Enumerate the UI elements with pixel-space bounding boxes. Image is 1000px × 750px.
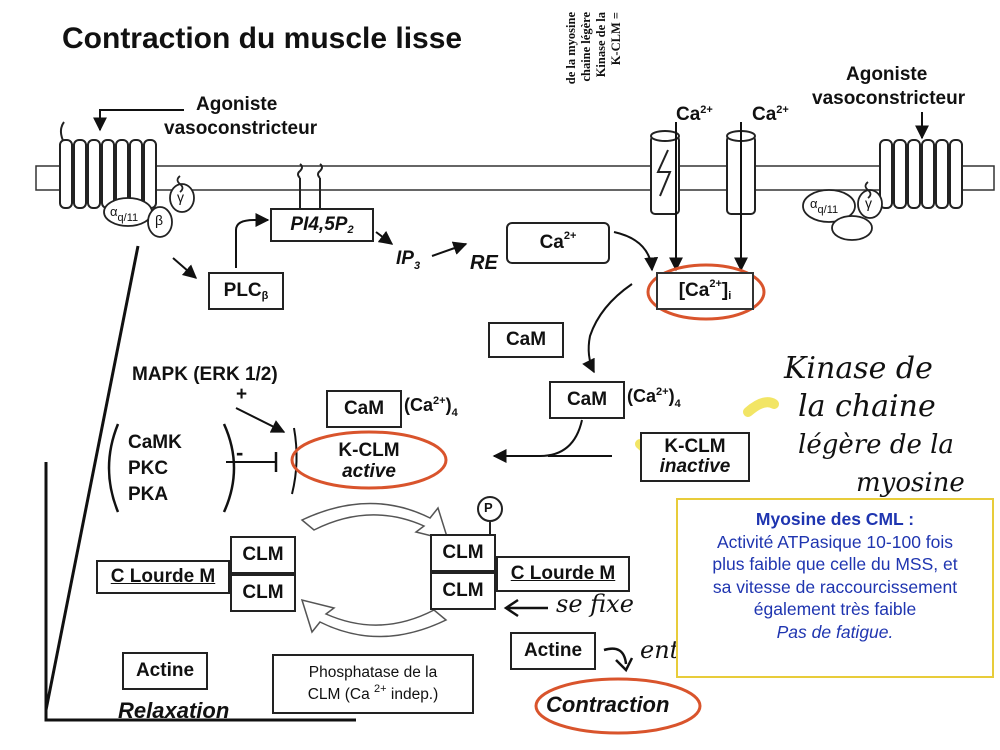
c-lourde-left: C Lourde M [96, 560, 230, 594]
side-note-line-1: K-CLM = [609, 12, 623, 66]
myosin-info-box: Myosine des CML : Activité ATPasique 10-… [676, 498, 994, 678]
calcium-channel-left [650, 130, 680, 215]
left-g-protein [103, 175, 195, 238]
highlight-circle-contraction [534, 677, 702, 735]
pip2-to-ip3-arrow [375, 230, 394, 245]
plc-to-pip2-arrow [235, 213, 270, 268]
right-g-alpha-label: αq/11 [810, 196, 839, 216]
gq-to-plc-arrow [172, 257, 198, 279]
channel-ca-label-right: Ca2+ [752, 104, 789, 125]
kclm-active-state: active [342, 461, 396, 482]
phosphatase-line-1: Phosphatase de la [308, 663, 438, 681]
kinase-pkc: PKC [128, 458, 169, 479]
side-note: K-CLM = Kinase de la chaine légère de la… [540, 12, 624, 132]
info-line-2: plus faible que celle du MSS, et [712, 554, 958, 574]
cam-to-kclm-arrow [492, 419, 583, 463]
pip2-anchor [297, 163, 323, 210]
kclm-inactive-box: K-CLM inactive [640, 432, 750, 482]
mapk-plus: + [236, 384, 248, 405]
kclm-active-name: K-CLM [338, 440, 400, 461]
phosphatase-line-2: CLM (Ca 2+ indep.) [307, 682, 439, 703]
contraction-label: Contraction [546, 692, 670, 717]
clm-left-top: CLM [230, 536, 296, 574]
phosphate-circle [477, 496, 503, 522]
side-note-line-2: Kinase de la [594, 12, 608, 78]
handwritten-kinase-note: Kinase de la chaine légère de la myosine [784, 350, 965, 502]
relaxation-label: Relaxation [118, 698, 230, 723]
agonist-left-line1: Agoniste [196, 94, 278, 115]
info-line-1: Activité ATPasique 10-100 fois [716, 531, 954, 552]
phosphate-label: P [484, 500, 493, 515]
left-g-gamma-label: γ [177, 189, 184, 205]
phosphatase-box: CLM (Ca Phosphatase de la CLM (Ca 2+ ind… [272, 654, 474, 714]
feedback-line [44, 245, 140, 711]
kclm-active-label: K-CLM active [328, 440, 410, 482]
agonist-right-line1: Agoniste [846, 64, 928, 85]
right-g-protein [802, 181, 883, 241]
clm-right-bottom: CLM [430, 572, 496, 610]
actine-left: Actine [122, 652, 208, 690]
cam-ca4-label-right: (Ca2+)4 [627, 386, 681, 410]
left-g-alpha-label: αq/11 [110, 204, 139, 224]
channel-ca-label-left: Ca2+ [676, 104, 713, 125]
cam-ca4-label-left: (Ca2+)4 [404, 395, 458, 419]
cam-bound-box-left: CaM [326, 390, 402, 428]
cam-bound-box-right: CaM [549, 381, 625, 419]
clm-right-top: CLM [430, 534, 496, 572]
agonist-right-line2: vasoconstricteur [812, 88, 966, 109]
hand-line-1: Kinase de [784, 351, 933, 386]
c-lourde-right: C Lourde M [496, 556, 630, 592]
info-heading: Myosine des CML : [755, 509, 915, 529]
left-g-beta-label: β [155, 212, 164, 228]
kinase-camk: CaMK [128, 432, 182, 453]
right-receptor [879, 139, 963, 209]
se-fixe-arrow [503, 598, 548, 618]
side-note-line-3: chaine légère [579, 12, 593, 82]
handwritten-se-fixe: se fixe [556, 590, 634, 618]
hand-line-2: la chaine [798, 389, 936, 424]
kclm-inactive-state: inactive [659, 456, 731, 477]
left-receptor [59, 121, 157, 209]
info-line-3: sa vitesse de raccourcissement [712, 576, 958, 597]
clm-left-bottom: CLM [230, 574, 296, 612]
agonist-left-line2: vasoconstricteur [164, 118, 318, 139]
ip3-to-re-arrow [431, 241, 468, 257]
mapk-label: MAPK (ERK 1/2) [132, 364, 278, 385]
kclm-bracket [291, 427, 298, 495]
cam-binding-arrow [582, 283, 633, 374]
hand-line-4: myosine [856, 468, 965, 498]
info-line-4: également très faible [753, 599, 917, 619]
kinase-pka: PKA [128, 484, 169, 505]
page-title: Contraction du muscle lisse [62, 22, 463, 55]
highlight-circle-cai [646, 263, 766, 321]
re-label: RE [470, 252, 498, 274]
kinase-bracket-right [222, 423, 236, 513]
inhibition-minus: - [236, 440, 244, 465]
cam-free-box: CaM [488, 322, 564, 358]
cycle-arrow-bottom [300, 598, 448, 638]
right-g-gamma-label: γ [865, 195, 872, 211]
agonist-left-arrow [93, 109, 184, 132]
highlight-circle-kclm [290, 430, 448, 490]
re-ca-to-cai-arrow [613, 231, 659, 272]
actine-right: Actine [510, 632, 596, 670]
feedback-bracket [44, 462, 356, 722]
entraine-arrow [603, 647, 634, 673]
kinase-list: CaMK PKC PKA [128, 430, 182, 508]
cycle-arrow-top [300, 502, 450, 542]
info-italic: Pas de fatigue. [776, 621, 894, 642]
cell-membrane [35, 165, 995, 191]
side-note-line-4: de la myosine [564, 12, 578, 85]
kinase-bracket-left [107, 423, 120, 513]
hand-line-3: légère de la [798, 430, 954, 460]
mapk-arrow [235, 407, 286, 433]
kclm-inactive-name: K-CLM [664, 436, 726, 457]
ip3-label: IP3 [396, 248, 421, 272]
